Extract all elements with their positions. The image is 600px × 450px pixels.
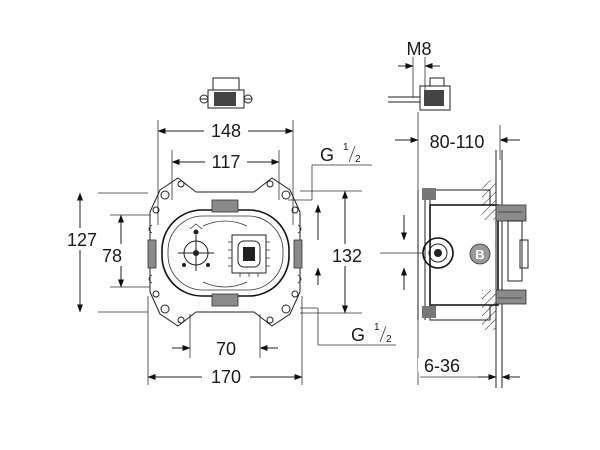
badge-b-label: B	[475, 247, 484, 262]
dim-6-36-label: 6-36	[424, 356, 460, 376]
thread-bottom-num: 1	[374, 322, 380, 333]
dim-148-label: 148	[211, 121, 241, 141]
dim-117-label: 117	[212, 152, 241, 172]
dim-70-label: 70	[216, 339, 236, 359]
side-top-connector	[388, 77, 451, 111]
top-connector	[199, 77, 253, 109]
dim-78-label: 78	[102, 246, 122, 266]
thread-top-den: 2	[355, 154, 361, 165]
wall	[482, 150, 503, 388]
valve-body	[161, 199, 290, 307]
dim-132-label: 132	[332, 246, 362, 266]
thread-top-base: G	[320, 145, 334, 165]
front-view: 148 117	[62, 77, 396, 387]
thread-top-label: G	[320, 145, 334, 165]
mounting-bracket	[147, 177, 303, 327]
housing-side: B	[422, 188, 529, 321]
thread-bottom-label: G	[351, 325, 365, 345]
side-view: M8 80-110	[380, 39, 529, 388]
thread-top-num: 1	[343, 142, 349, 153]
dim-80-110-label: 80-110	[430, 132, 485, 152]
dim-170-label: 170	[211, 367, 241, 387]
dim-127-label: 127	[67, 230, 97, 250]
thread-bottom-den: 2	[386, 334, 392, 345]
dim-m8-label: M8	[406, 39, 431, 59]
thread-bottom-base: G	[351, 325, 365, 345]
